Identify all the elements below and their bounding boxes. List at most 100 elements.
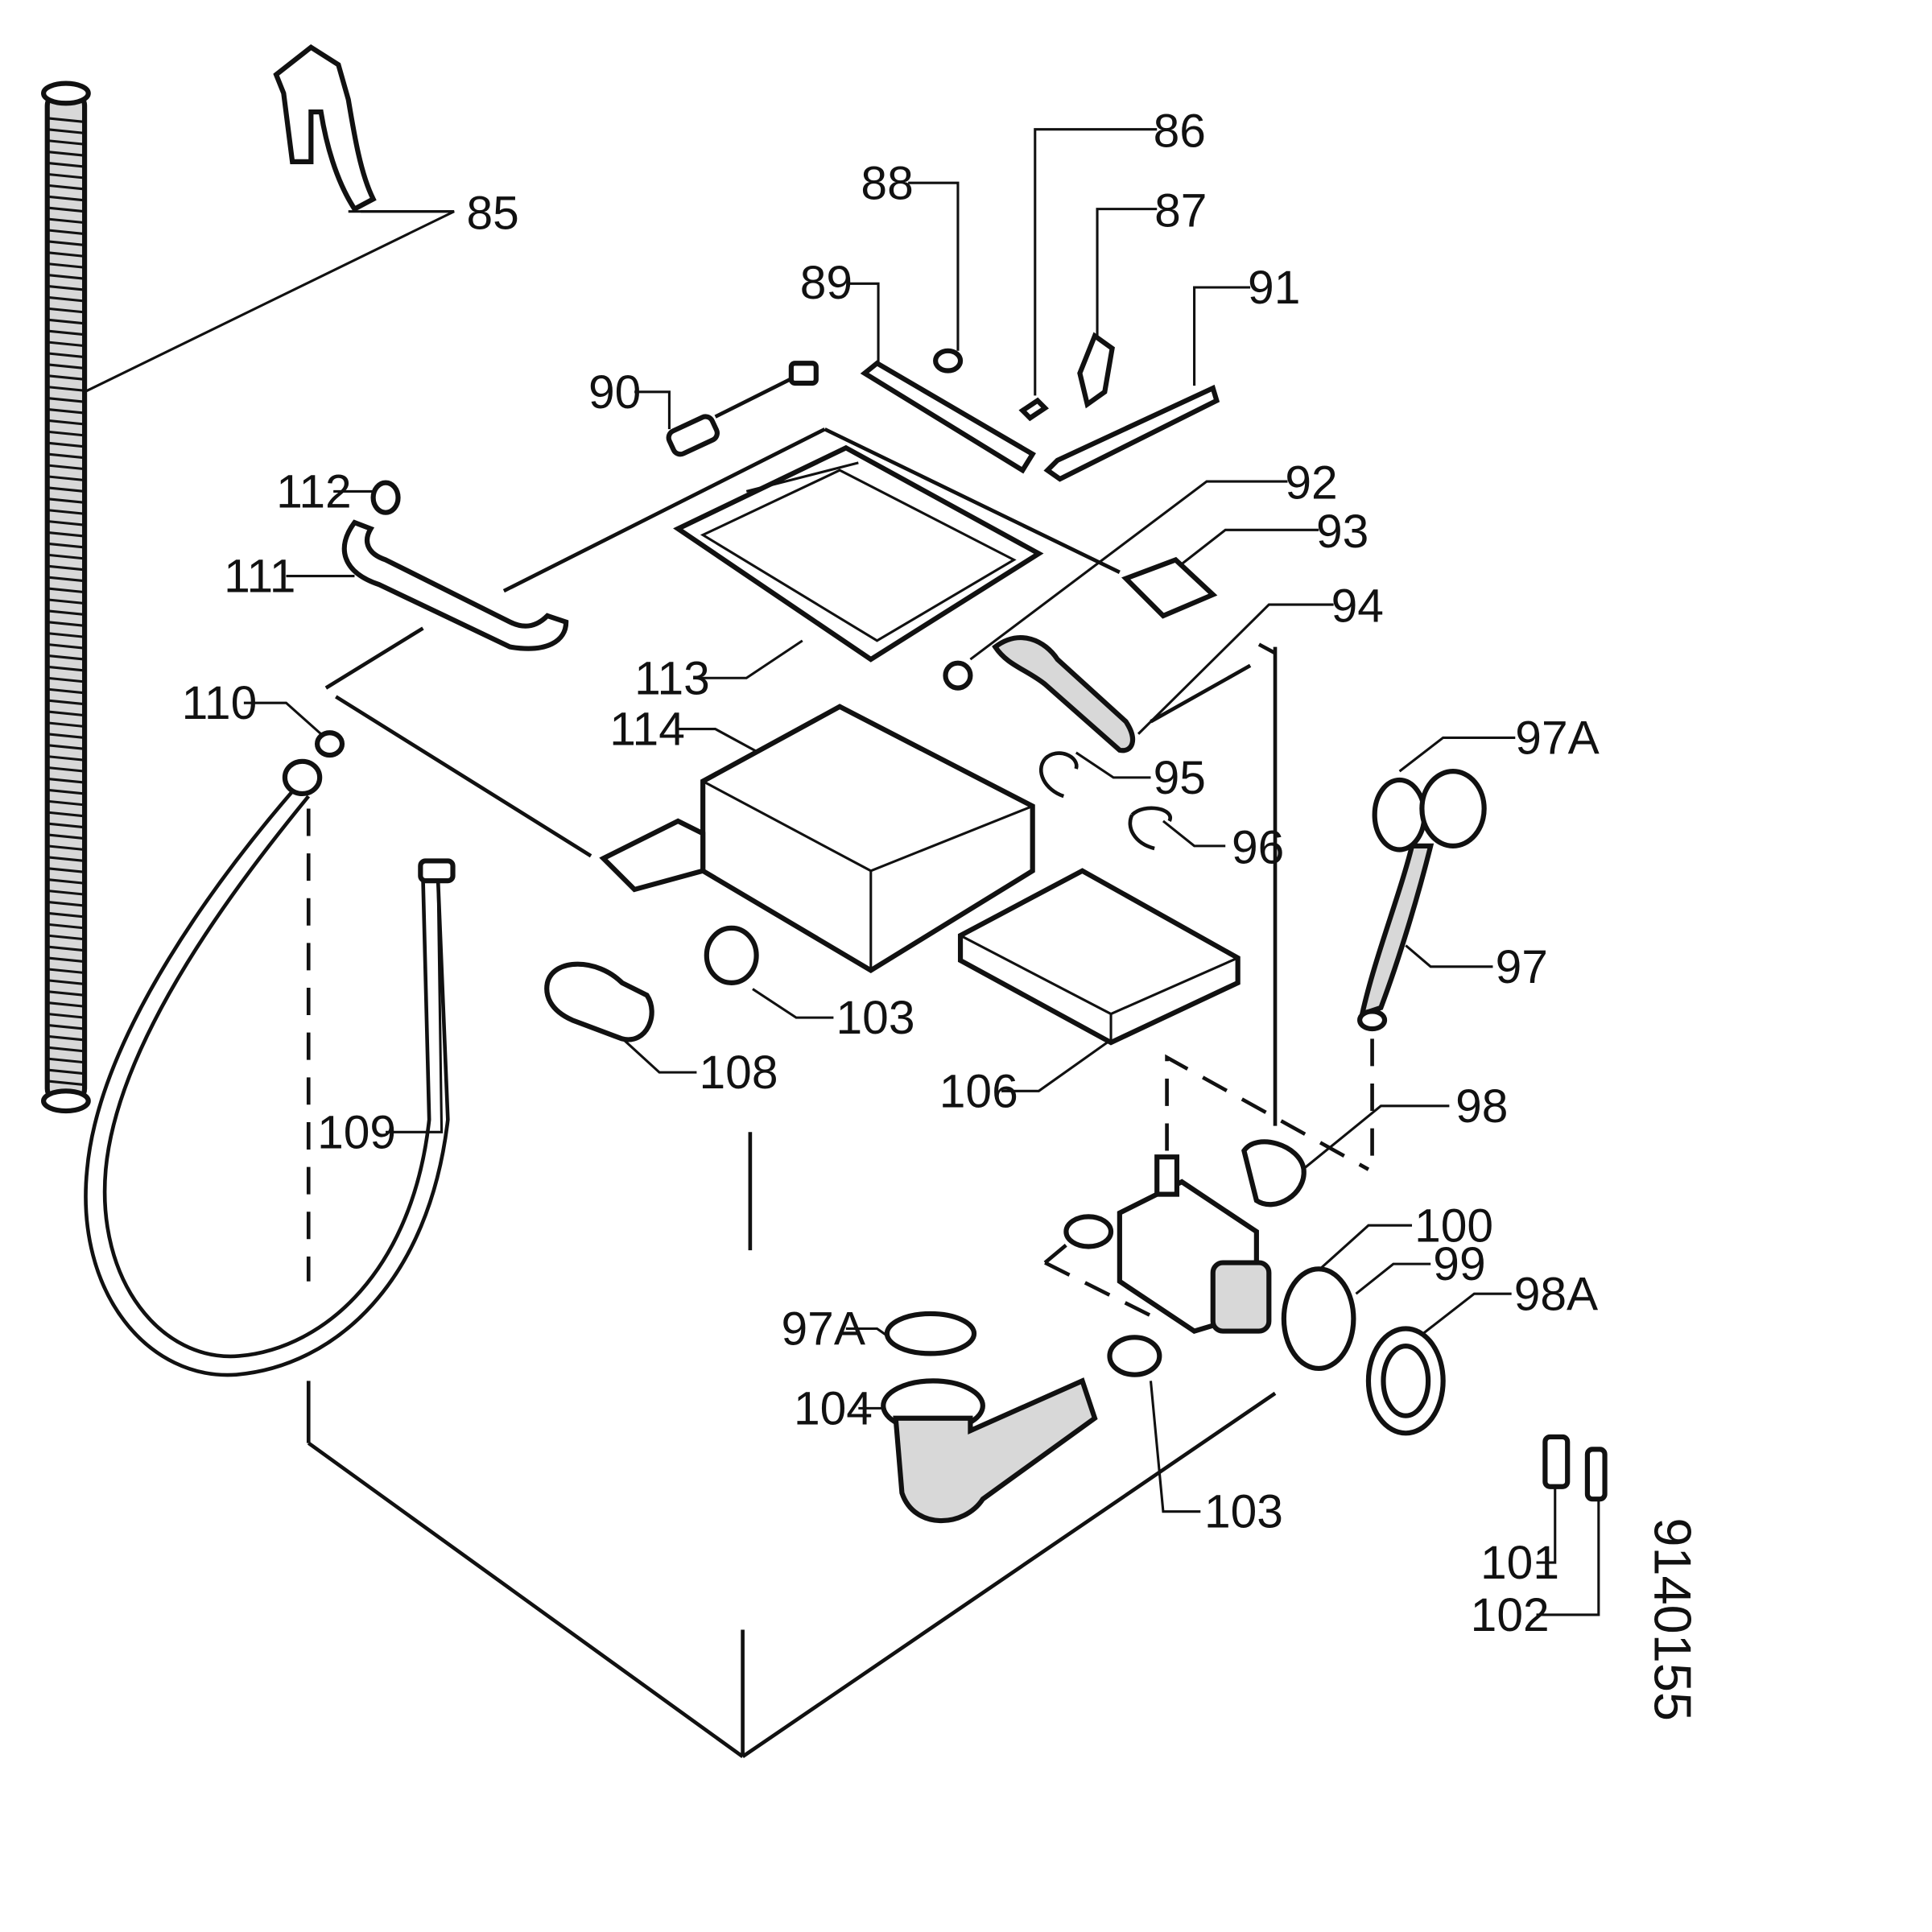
hose-corrugation (47, 979, 85, 985)
hose-corrugation (47, 262, 85, 269)
callout-113: 113 (634, 652, 710, 704)
hose-corrugation (47, 229, 85, 236)
hose-corrugation (47, 318, 85, 325)
callout-87: 87 (1154, 184, 1207, 237)
hose-corrugation (47, 867, 85, 873)
callout-91: 91 (1248, 262, 1300, 314)
hose-corrugation (47, 172, 85, 180)
hose-corrugation (47, 374, 85, 381)
callout-85: 85 (467, 187, 519, 239)
callout-95: 95 (1154, 752, 1206, 804)
hose-corrugation (47, 1046, 85, 1053)
hose-corrugation (47, 1023, 85, 1030)
hose-corrugation (47, 676, 85, 683)
hose-corrugation (47, 117, 85, 123)
callout-103-top: 103 (836, 992, 915, 1044)
hose-corrugation (47, 295, 85, 303)
hose-corrugation (47, 755, 85, 762)
inlet-hose-111 (341, 480, 569, 651)
pump-hose-97 (1357, 769, 1487, 1032)
hose-corrugation (47, 430, 85, 437)
hose-corrugation (47, 407, 85, 415)
hose-corrugation (47, 733, 85, 739)
hose-corrugation (47, 621, 85, 627)
hose-corrugation (47, 956, 85, 964)
callout-114: 114 (609, 704, 685, 756)
assembly-dash-lines (1043, 1038, 1374, 1321)
callout-89: 89 (800, 257, 852, 309)
hose-corrugation (47, 889, 85, 896)
hose-corrugation (47, 799, 85, 807)
hose-corrugation (47, 161, 85, 168)
hose-corrugation (47, 1068, 85, 1075)
callout-97A-top: 97A (1515, 712, 1600, 765)
clamps-101-102 (1542, 1434, 1608, 1502)
drain-hose-85 (40, 43, 377, 1114)
hose-corrugation (47, 687, 85, 695)
hose-corrugation (47, 452, 85, 460)
callout-102: 102 (1471, 1589, 1550, 1641)
hose-corrugation (47, 665, 85, 672)
hose-corrugation (47, 721, 85, 729)
callout-111: 111 (224, 551, 295, 603)
hose-corrugation (47, 878, 85, 885)
clips-95-96 (1039, 751, 1172, 851)
hose-corrugation (47, 777, 85, 784)
hose-corrugation (47, 139, 85, 146)
hose-corrugation (47, 363, 85, 369)
callout-99: 99 (1433, 1238, 1485, 1290)
hose-corrugation (47, 598, 85, 605)
callout-104: 104 (794, 1382, 873, 1435)
callout-98: 98 (1455, 1080, 1508, 1133)
misc-parts (84, 730, 759, 1377)
callout-110: 110 (182, 677, 258, 729)
hose-corrugation (47, 497, 85, 504)
hose-corrugation (47, 923, 85, 930)
hose-corrugation (47, 352, 85, 359)
hose-corrugation (47, 251, 85, 258)
hose-corrugation (47, 699, 85, 706)
hose-corrugation (47, 195, 85, 202)
hose-corrugation (47, 945, 85, 952)
drawing-code: 9140155 (1643, 1517, 1702, 1721)
callout-86: 86 (1154, 105, 1206, 157)
hose-corrugation (47, 151, 85, 157)
hose-corrugation (47, 307, 85, 314)
hose-corrugation (47, 217, 85, 225)
hose-corrugation (47, 911, 85, 919)
hose-corrugation (47, 128, 85, 134)
callout-97A-bottom: 97A (782, 1303, 866, 1356)
hose-corrugation (47, 934, 85, 941)
hose-corrugation (47, 710, 85, 717)
callout-112: 112 (276, 466, 352, 518)
hose-corrugation (47, 240, 85, 246)
hose-corrugation (47, 464, 85, 471)
sump-hose-104 (881, 1311, 1098, 1524)
callout-108: 108 (700, 1046, 778, 1099)
hose-corrugation (47, 284, 85, 291)
leader-lines (84, 128, 1600, 1616)
hose-corrugation (47, 587, 85, 594)
callout-109: 109 (317, 1106, 396, 1158)
hose-corrugation (47, 900, 85, 907)
callout-103-bottom: 103 (1204, 1486, 1283, 1538)
hose-corrugation (47, 184, 85, 191)
hose-corrugation (47, 1034, 85, 1042)
cabinet-outline (306, 427, 1278, 1759)
hose-corrugation (47, 419, 85, 426)
callout-93: 93 (1316, 506, 1368, 558)
lid-hinge-parts (666, 332, 1220, 482)
hose-corrugation (47, 475, 85, 482)
hose-corrugation (47, 1001, 85, 1008)
hose-corrugation (47, 1057, 85, 1064)
hose-corrugation (47, 273, 85, 280)
dispenser-drawer-106 (957, 868, 1241, 1046)
callout-96: 96 (1232, 822, 1284, 874)
hose-corrugation (47, 1080, 85, 1087)
drain-pump-98 (1063, 1139, 1446, 1436)
hose-corrugation (47, 856, 85, 862)
hose-corrugation (47, 542, 85, 549)
hose-corrugation (47, 553, 85, 560)
callout-92: 92 (1285, 457, 1337, 510)
